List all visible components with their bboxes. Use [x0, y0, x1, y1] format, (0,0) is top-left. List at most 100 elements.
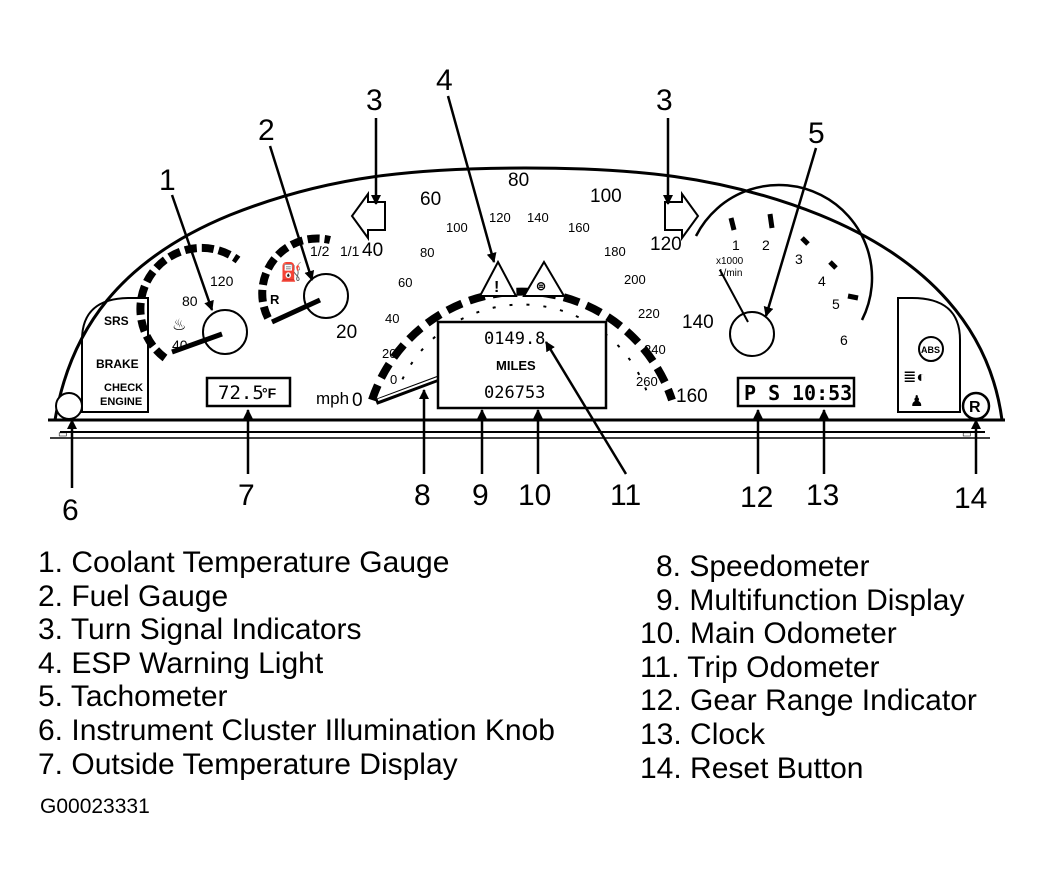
coolant-tick-40: 40 [172, 337, 188, 353]
kmh-tick: 20 [382, 346, 396, 361]
outside-temperature-display: 72.5 °F [205, 376, 292, 408]
leader-lines [67, 95, 981, 488]
left-turn-signal-icon [350, 190, 386, 242]
illumination-knob[interactable] [55, 392, 83, 420]
callout-12: 12 [740, 481, 773, 514]
mph-tick: 120 [650, 234, 682, 255]
tach-tick: 2 [762, 237, 770, 253]
tach-tick: 1 [732, 237, 740, 253]
callout-7: 7 [238, 479, 255, 512]
brake-label: BRAKE [96, 357, 139, 371]
mph-tick: 100 [590, 186, 622, 207]
coolant-temperature-gauge: 120 80 40 ♨ [136, 243, 248, 362]
outside-temp-unit: °F [262, 385, 277, 401]
legend-item: 14. Reset Button [640, 751, 864, 785]
legend-item: 13. Clock [640, 717, 766, 751]
mph-tick: 40 [362, 240, 383, 261]
clock-readout: 10:53 [792, 381, 852, 405]
coolant-thermometer-icon: ♨ [172, 317, 186, 334]
callout-3-left: 3 [366, 84, 383, 117]
gear-clock-display: P S 10:53 [736, 376, 856, 408]
svg-text:!: ! [494, 279, 499, 296]
legend-item: 8. Speedometer [656, 550, 870, 583]
callout-3-right: 3 [656, 84, 673, 117]
kmh-tick: 0 [390, 372, 397, 387]
fuel-half-label: 1/2 [310, 243, 330, 259]
tach-tick: 6 [840, 332, 848, 348]
legend-item: 6. Instrument Cluster Illumination Knob [38, 713, 555, 747]
legend-item: 4. ESP Warning Light [38, 646, 324, 680]
gear-range-indicator: P S [744, 381, 780, 405]
kmh-tick: 80 [420, 245, 434, 260]
callout-8: 8 [414, 479, 431, 512]
right-indicator-panel: ABS ≣◐ ♟ [897, 297, 961, 413]
mph-unit-label: mph [316, 389, 349, 408]
mph-tick: 140 [682, 312, 714, 333]
kmh-tick: 40 [385, 311, 399, 326]
legend-item: 12. Gear Range Indicator [640, 684, 977, 718]
kmh-tick: 160 [568, 220, 590, 235]
kmh-tick: 200 [624, 272, 646, 287]
svg-text:⊜: ⊜ [536, 279, 546, 293]
abs-label: ABS [921, 345, 940, 355]
legend-item: 10. Main Odometer [640, 617, 897, 651]
callout-2: 2 [258, 114, 275, 147]
check-label: CHECK [104, 382, 143, 394]
callout-5: 5 [808, 117, 825, 150]
kmh-tick: 260 [636, 374, 658, 389]
fuel-pump-icon: ⛽ [280, 261, 302, 282]
legend-item: 3. Turn Signal Indicators [38, 613, 362, 647]
seatbelt-icon: ♟ [910, 393, 923, 410]
fuel-reserve-label: R [270, 292, 280, 307]
reset-symbol: ▭ [962, 429, 971, 440]
coolant-tick-120: 120 [210, 273, 234, 289]
main-odometer-readout: 026753 [484, 383, 545, 403]
kmh-tick: 60 [398, 275, 412, 290]
tachometer: 1 2 3 4 5 6 x1000 1/min [694, 183, 874, 357]
kmh-tick: 240 [644, 342, 666, 357]
callout-11: 11 [610, 479, 641, 512]
cluster-housing [48, 166, 1005, 439]
miles-label: MILES [496, 358, 536, 373]
warning-light-panel: SRS BRAKE CHECK ENGINE [81, 297, 149, 413]
tach-tick: 5 [832, 296, 840, 312]
speedometer: mph 0 20 40 60 80 100 120 140 160 0 20 4… [316, 170, 714, 411]
callout-10: 10 [518, 479, 551, 512]
callout-9: 9 [472, 479, 489, 512]
fog-light-icon: ≣◐ [903, 369, 926, 386]
callout-13: 13 [806, 479, 839, 512]
legend-item: 2. Fuel Gauge [38, 579, 229, 613]
right-turn-signal-icon [664, 190, 700, 242]
legend-right-column: 8. Speedometer 9. Multifunction Display … [640, 550, 977, 785]
engine-label: ENGINE [100, 396, 142, 408]
callout-1: 1 [159, 164, 176, 197]
legend-item: 11. Trip Odometer [640, 650, 880, 684]
tach-tick: 4 [818, 273, 826, 289]
kmh-tick: 140 [527, 210, 549, 225]
mph-tick: 160 [676, 386, 708, 407]
legend-item: 5. Tachometer [38, 680, 228, 714]
srs-label: SRS [104, 314, 129, 328]
mph-tick: 80 [508, 170, 529, 191]
callout-numbers: 1 2 3 3 4 5 6 7 8 9 10 11 12 13 14 [62, 64, 987, 527]
multifunction-display: 0149.8 MILES 026753 [436, 320, 608, 410]
tach-unit-label: x1000 [716, 256, 744, 267]
reset-button-label: R [969, 399, 981, 416]
legend-left-column: 1. Coolant Temperature Gauge 2. Fuel Gau… [38, 546, 555, 781]
kmh-tick: 100 [446, 220, 468, 235]
callout-4: 4 [436, 64, 453, 97]
callout-14: 14 [954, 482, 987, 515]
callout-6: 6 [62, 494, 79, 527]
tach-unit-label: 1/min [718, 268, 742, 279]
legend-item: 7. Outside Temperature Display [38, 747, 458, 781]
mph-tick: 0 [352, 390, 363, 411]
kmh-tick: 120 [489, 210, 511, 225]
mph-tick: 60 [420, 189, 441, 210]
instrument-cluster-diagram: SRS BRAKE CHECK ENGINE 120 80 40 ♨ ⛽ R 1… [48, 64, 1005, 527]
knob-symbol: ▭ [58, 429, 67, 440]
tach-tick: 3 [795, 251, 803, 267]
outside-temp-value: 72.5 [218, 382, 264, 404]
figure-id: G00023331 [40, 795, 150, 818]
coolant-tick-80: 80 [182, 293, 198, 309]
fuel-gauge: ⛽ R 1/2 1/1 [258, 234, 360, 325]
